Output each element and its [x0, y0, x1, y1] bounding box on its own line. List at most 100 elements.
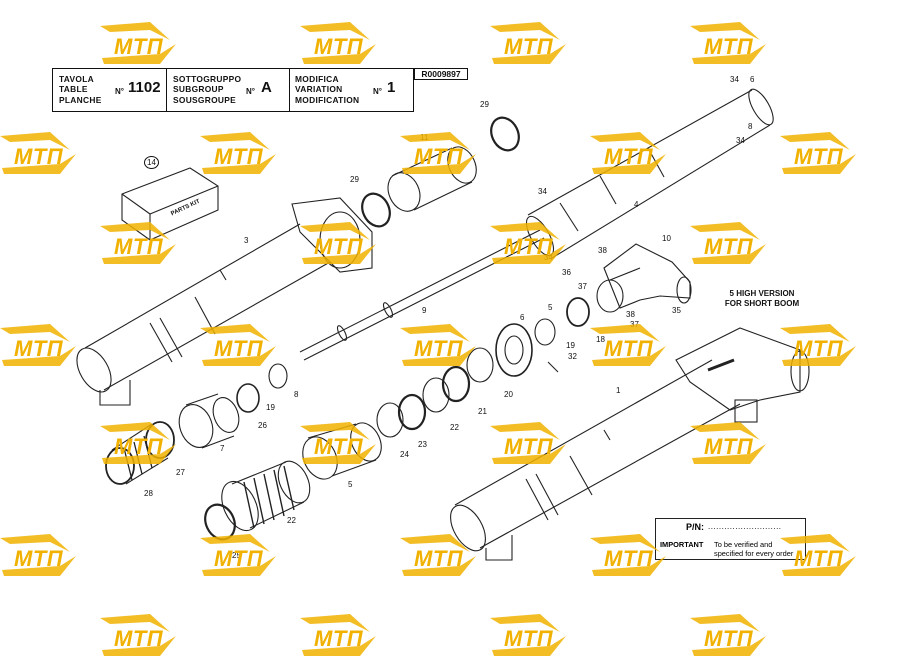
pn-label: P/N:	[686, 522, 704, 532]
watermark-logo: MTП	[770, 128, 860, 178]
watermark-text: MTП	[114, 234, 164, 259]
watermark-text: MTП	[604, 144, 654, 169]
gland-part-5	[302, 422, 382, 480]
watermark-logo: MTП	[580, 128, 670, 178]
callout-number: 23	[418, 440, 427, 449]
watermark-logo: MTП	[390, 530, 480, 580]
callout-number: 8	[294, 390, 299, 399]
callout-number: 9	[422, 306, 427, 315]
callout-number: 14	[144, 156, 159, 169]
callout-number: 26	[258, 421, 267, 430]
callout-number: 1	[616, 386, 621, 395]
watermark-gear-icon	[780, 324, 856, 366]
watermark-logo: MTП	[580, 320, 670, 370]
version-note: 5 HIGH VERSION FOR SHORT BOOM	[724, 289, 800, 308]
watermark-logo: MTП	[480, 610, 570, 660]
watermark-text: MTП	[114, 34, 164, 59]
watermark-logo: MTП	[480, 418, 570, 468]
watermark-gear-icon	[690, 222, 766, 264]
callout-number: 6	[750, 75, 755, 84]
callout-number: 10	[662, 234, 671, 243]
modification-value: 1	[387, 79, 396, 96]
callout-number: 24	[400, 450, 409, 459]
watermark-logo: MTП	[580, 530, 670, 580]
watermark-gear-icon	[300, 222, 376, 264]
watermark-text: MTП	[214, 336, 264, 361]
watermark-text: MTП	[604, 546, 654, 571]
watermark-text: MTП	[314, 434, 364, 459]
table-number: 1102	[128, 79, 161, 96]
watermark-logo: MTП	[190, 128, 280, 178]
watermark-logo: MTП	[680, 18, 770, 68]
watermark-logo: MTП	[0, 320, 80, 370]
callout-number: 28	[144, 489, 153, 498]
callout-number: 8	[748, 122, 753, 131]
watermark-gear-icon	[690, 22, 766, 64]
watermark-logo: MTП	[680, 610, 770, 660]
callout-number: 37	[578, 282, 587, 291]
watermark-logo: MTП	[770, 530, 860, 580]
tube-part-11	[361, 116, 520, 228]
watermark-logo: MTП	[680, 418, 770, 468]
watermark-logo: MTП	[390, 128, 480, 178]
bush-part-7	[178, 363, 288, 449]
watermark-gear-icon	[690, 614, 766, 656]
watermark-text: MTП	[314, 234, 364, 259]
watermark-text: MTП	[794, 144, 844, 169]
watermark-gear-icon	[100, 222, 176, 264]
watermark-text: MTП	[794, 546, 844, 571]
watermark-logo: MTП	[480, 218, 570, 268]
divider	[289, 69, 290, 111]
callout-number: 6	[520, 313, 525, 322]
callout-number: 27	[176, 468, 185, 477]
watermark-logo: MTП	[190, 320, 280, 370]
watermark-logo: MTП	[290, 18, 380, 68]
callout-number: 38	[626, 310, 635, 319]
subgroup-no-label: N°	[246, 87, 255, 96]
watermark-logo: MTП	[90, 18, 180, 68]
callout-number: 18	[596, 335, 605, 344]
callout-number: 34	[730, 75, 739, 84]
pn-dots: ...........................	[708, 522, 782, 531]
drawing-title-block: TAVOLA TABLE PLANCHE N° 1102 SOTTOGRUPPO…	[52, 68, 414, 112]
table-no-label: N°	[115, 87, 124, 96]
watermark-text: MTП	[114, 626, 164, 651]
watermark-logo: MTП	[90, 218, 180, 268]
divider	[166, 69, 167, 111]
watermark-gear-icon	[300, 614, 376, 656]
watermark-gear-icon	[490, 614, 566, 656]
important-text: To be verified and specified for every o…	[714, 540, 794, 558]
watermark-logo: MTП	[390, 320, 480, 370]
watermark-logo: MTП	[190, 530, 280, 580]
watermark-text: MTП	[604, 336, 654, 361]
drawing-reference: R0009897	[414, 68, 468, 80]
kit-box-part-14	[121, 167, 219, 241]
watermark-text: MTП	[794, 336, 844, 361]
callout-number: 36	[562, 268, 571, 277]
important-label: IMPORTANT	[660, 540, 704, 549]
watermark-text: MTП	[14, 546, 64, 571]
exploded-parts-drawing	[76, 88, 810, 561]
watermark-logo: MTП	[90, 610, 180, 660]
watermark-gear-icon	[590, 132, 666, 174]
watermark-gear-icon	[0, 534, 76, 576]
callout-number: 32	[568, 352, 577, 361]
watermark-gear-icon	[400, 132, 476, 174]
watermark-gear-icon	[780, 534, 856, 576]
callout-number: 3	[244, 236, 249, 245]
callout-number: 19	[566, 341, 575, 350]
callout-number: 34	[736, 136, 745, 145]
watermark-gear-icon	[490, 222, 566, 264]
watermark-logo: MTП	[770, 320, 860, 370]
watermark-gear-icon	[400, 534, 476, 576]
subgroup-value: A	[261, 79, 272, 96]
callout-number: 29	[350, 175, 359, 184]
watermark-text: MTП	[414, 336, 464, 361]
watermark-gear-icon	[200, 534, 276, 576]
watermark-logo: MTП	[290, 418, 380, 468]
watermark-gear-icon	[490, 22, 566, 64]
watermark-text: MTП	[14, 144, 64, 169]
callout-number: 5	[348, 480, 353, 489]
watermark-text: MTП	[704, 434, 754, 459]
callout-number: 38	[598, 246, 607, 255]
